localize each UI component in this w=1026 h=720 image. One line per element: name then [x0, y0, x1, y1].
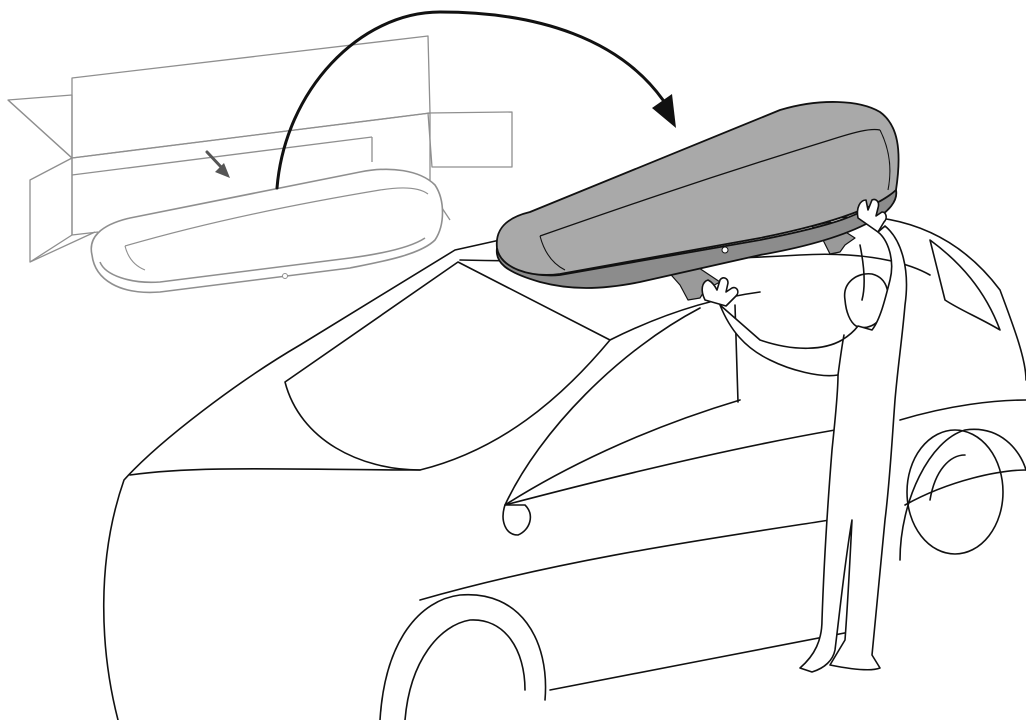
transfer-arrow: [277, 12, 676, 188]
lock-icon: [722, 247, 728, 253]
roof-box-in-carton: [91, 169, 442, 292]
roof-box-on-car: [497, 102, 899, 288]
